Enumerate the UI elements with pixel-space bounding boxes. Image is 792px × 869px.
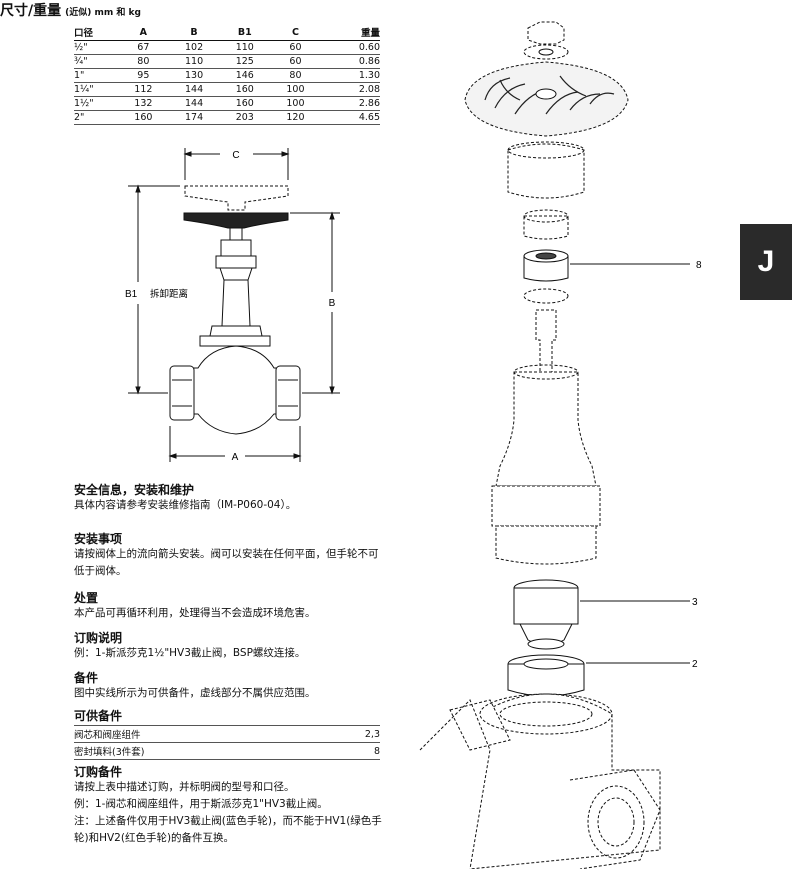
header-weight: 重量 <box>320 24 380 41</box>
ordering-spares-line3: 注：上述备件仅用于HV3截止阀(蓝色手轮)，而不能于HV1(绿色手轮)和HV2(… <box>74 815 382 844</box>
table-cell: ¾" <box>74 54 118 69</box>
table-row: 1¼" 112 144 160 100 2.08 <box>74 82 380 97</box>
table-cell: 60 <box>270 54 321 69</box>
dimensions-table: 口径 A B B1 C 重量 ½" 67 102 110 60 0.60 ¾" … <box>74 24 380 125</box>
label-b: B <box>329 298 336 309</box>
table-cell: 146 <box>219 68 271 83</box>
ordering-spares-line2: 例：1-阀芯和阀座组件，用于斯派莎克1"HV3截止阀。 <box>74 798 328 810</box>
ordering-spares-heading: 订购备件 <box>74 765 123 779</box>
label-b1-note: 拆卸距离 <box>150 288 188 300</box>
table-row: ½" 67 102 110 60 0.60 <box>74 40 380 55</box>
ordering-spares-line1: 请按上表中描述订购，并标明阀的型号和口径。 <box>74 781 295 793</box>
header-b: B <box>168 24 220 41</box>
dimension-drawing: C B1 拆卸距离 B A <box>125 148 340 463</box>
table-cell: 1.30 <box>320 68 380 83</box>
callout-2: 2 <box>692 659 698 670</box>
callout-3: 3 <box>692 597 698 608</box>
available-spares-heading: 可供备件 <box>74 709 123 723</box>
install-heading: 安装事项 <box>74 532 123 546</box>
table-cell: 110 <box>219 40 271 55</box>
table-cell: 2.86 <box>320 96 380 111</box>
install-text: 请按阀体上的流向箭头安装。阀可以安装在任何平面，但手轮不可低于阀体。 <box>74 548 379 577</box>
table-cell: 132 <box>118 96 169 111</box>
table-cell: 1¼" <box>74 82 118 97</box>
table-cell: 1½" <box>74 96 118 111</box>
table-cell: 0.60 <box>320 40 380 55</box>
table-cell: 160 <box>219 96 271 111</box>
dimensions-subtitle: (近似) mm 和 kg <box>65 8 141 18</box>
table-cell: 130 <box>168 68 220 83</box>
table-cell: 112 <box>118 82 169 97</box>
header-b1: B1 <box>219 24 271 41</box>
safety-text: 具体内容请参考安装维修指南（IM-P060-04）。 <box>74 499 297 511</box>
disposal-heading: 处置 <box>74 591 99 605</box>
section-tab: J <box>740 224 792 300</box>
table-cell: 60 <box>270 40 321 55</box>
table-row: 1½" 132 144 160 100 2.86 <box>74 96 380 111</box>
dimensions-title-text: 尺寸/重量 <box>0 3 62 19</box>
callout-8: 8 <box>696 260 702 271</box>
table-cell: 174 <box>168 110 220 125</box>
order-text: 例：1-斯派莎克1½"HV3截止阀，BSP螺纹连接。 <box>74 647 306 659</box>
safety-heading: 安全信息，安装和维护 <box>74 483 195 497</box>
spare-name: 密封填料(3件套) <box>74 742 326 760</box>
table-cell: 0.86 <box>320 54 380 69</box>
table-cell: 144 <box>168 96 220 111</box>
table-cell: 4.65 <box>320 110 380 125</box>
header-a: A <box>118 24 169 41</box>
table-cell: ½" <box>74 40 118 55</box>
table-row: ¾" 80 110 125 60 0.86 <box>74 54 380 69</box>
dimensions-header-row: 口径 A B B1 C 重量 <box>74 24 380 41</box>
table-cell: 67 <box>118 40 169 55</box>
table-cell: 2" <box>74 110 118 125</box>
table-row: 2" 160 174 203 120 4.65 <box>74 110 380 125</box>
table-cell: 100 <box>270 96 321 111</box>
available-spares-table: 阀芯和阀座组件 2,3 密封填料(3件套) 8 <box>74 725 380 760</box>
order-heading: 订购说明 <box>74 631 123 645</box>
exploded-view-drawing: 8 3 2 <box>419 21 702 869</box>
spare-ref: 8 <box>325 742 380 760</box>
table-cell: 100 <box>270 82 321 97</box>
table-cell: 144 <box>168 82 220 97</box>
table-cell: 2.08 <box>320 82 380 97</box>
table-cell: 160 <box>118 110 169 125</box>
table-row: 密封填料(3件套) 8 <box>74 742 380 760</box>
table-cell: 95 <box>118 68 169 83</box>
table-cell: 102 <box>168 40 220 55</box>
spares-text: 图中实线所示为可供备件，虚线部分不属供应范围。 <box>74 687 316 699</box>
table-cell: 110 <box>168 54 220 69</box>
spares-heading: 备件 <box>74 671 99 685</box>
disposal-text: 本产品可再循环利用，处理得当不会造成环境危害。 <box>74 607 316 619</box>
table-cell: 80 <box>270 68 321 83</box>
table-cell: 203 <box>219 110 271 125</box>
label-b1: B1 <box>125 289 138 300</box>
label-a: A <box>232 452 239 463</box>
table-cell: 160 <box>219 82 271 97</box>
table-row: 阀芯和阀座组件 2,3 <box>74 725 380 743</box>
header-c: C <box>270 24 321 41</box>
dimensions-title: 尺寸/重量(近似) mm 和 kg <box>0 0 792 20</box>
table-cell: 80 <box>118 54 169 69</box>
label-c: C <box>232 150 239 161</box>
table-cell: 1" <box>74 68 118 83</box>
table-cell: 120 <box>270 110 321 125</box>
spare-ref: 2,3 <box>325 725 380 743</box>
table-cell: 125 <box>219 54 271 69</box>
table-row: 1" 95 130 146 80 1.30 <box>74 68 380 83</box>
header-size: 口径 <box>74 24 118 41</box>
spare-name: 阀芯和阀座组件 <box>74 725 326 743</box>
